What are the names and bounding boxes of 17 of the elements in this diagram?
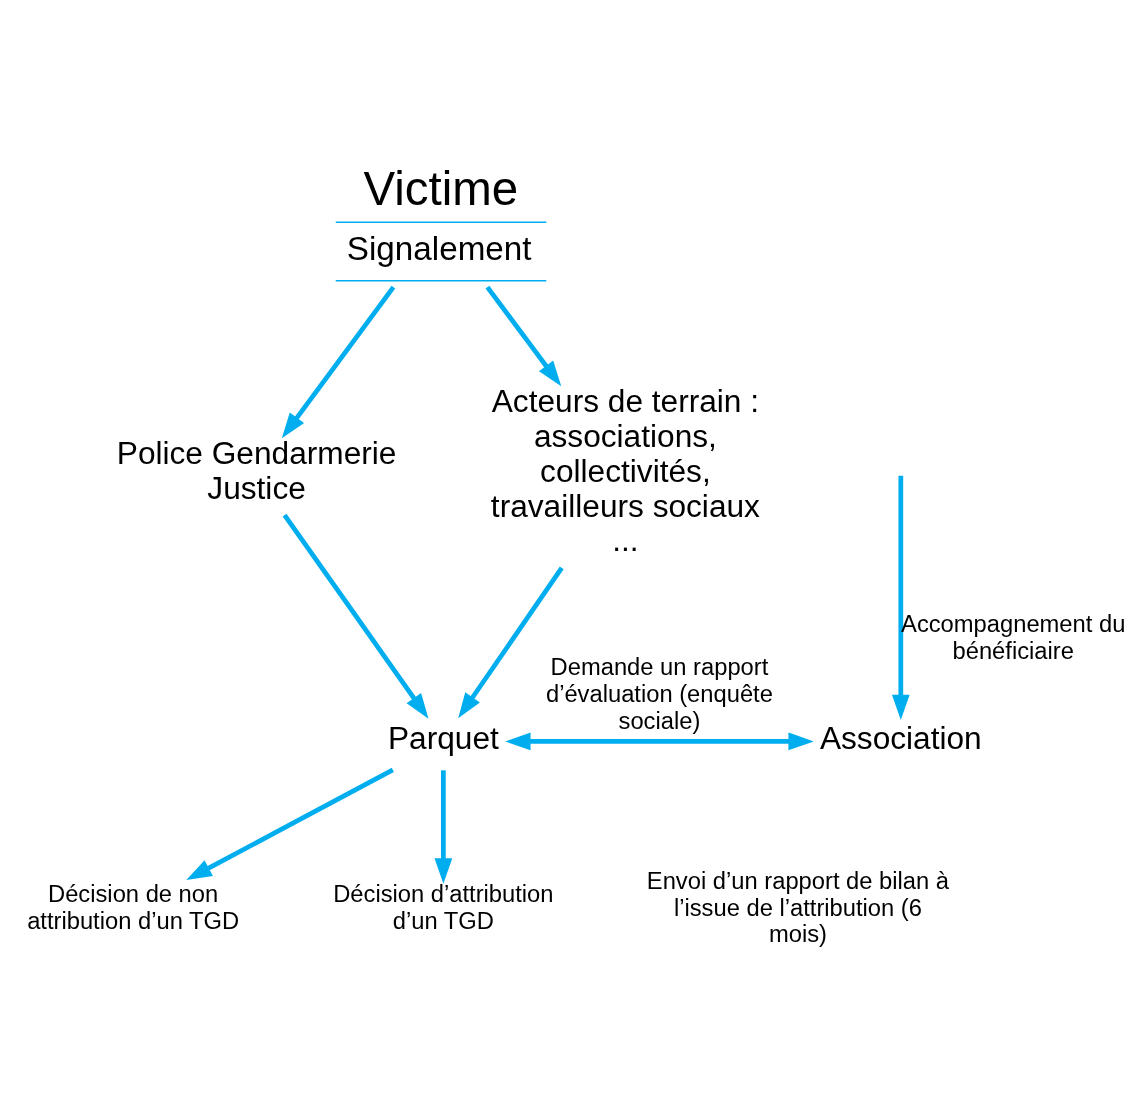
arrow [434, 769, 453, 884]
edge-label: Demande un rapport d’évaluation (enquête sociale) [545, 653, 773, 734]
arrow [485, 285, 562, 386]
node-text: Association [819, 719, 982, 756]
arrow [186, 767, 394, 880]
label: Envoi d’un rapport de bilan à l’issue de l’attribution (6 mois) [646, 867, 950, 947]
arrow [281, 285, 396, 438]
arrow [505, 732, 814, 750]
node-text: Parquet [387, 719, 499, 756]
arrow [458, 566, 564, 718]
arrow [891, 475, 910, 720]
node-text: Décision d’attribution d’un TGD [333, 880, 554, 934]
node-text: Décision de non attribution d’un TGD [27, 880, 240, 934]
node-text: Police Gendarmerie Justice [116, 434, 397, 506]
node-text: Victime Signalement [346, 161, 532, 267]
node-text: Acteurs de terrain : associations, collectivités, travailleurs sociaux ... [490, 382, 760, 558]
arrow [282, 513, 429, 719]
